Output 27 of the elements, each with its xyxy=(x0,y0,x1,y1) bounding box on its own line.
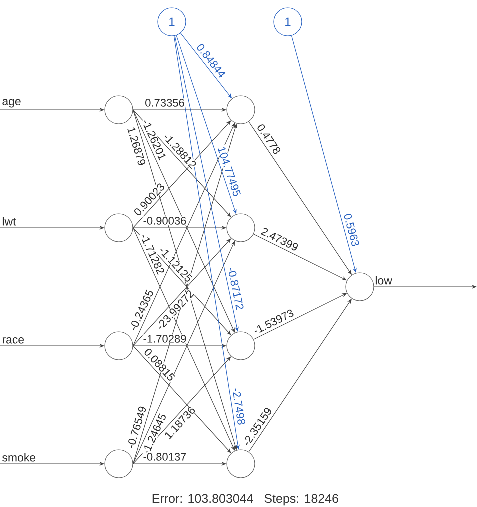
arrow xyxy=(133,120,232,228)
neuron-circle xyxy=(104,332,134,360)
arrow xyxy=(133,238,232,346)
neuron-circle xyxy=(346,272,374,302)
neuron-circle xyxy=(226,214,256,242)
weight-label: -0.87172 xyxy=(227,266,245,312)
weight-label: -2.7498 xyxy=(232,387,246,426)
neuron-circle xyxy=(226,96,256,124)
neuron-circle xyxy=(104,96,134,124)
weight-label: 0.73356 xyxy=(144,98,186,108)
neuron-circle xyxy=(104,450,134,478)
input-name: smoke xyxy=(2,453,36,462)
arrow xyxy=(174,36,239,332)
neuron-circle xyxy=(226,450,256,478)
input-name: age xyxy=(2,99,21,108)
input-name: race xyxy=(2,338,24,344)
weight-label: -1.70289 xyxy=(142,334,188,344)
footer-text: Error: 103.803044 xyxy=(152,494,254,504)
weight-label: 0.5963 xyxy=(343,212,361,248)
arrow xyxy=(133,346,232,454)
weight-label: -0.90036 xyxy=(142,216,188,226)
weight-label: -0.80137 xyxy=(142,452,188,462)
input-name: lwt xyxy=(2,217,16,226)
output-name: low xyxy=(376,276,392,285)
neuron-circle xyxy=(104,214,134,242)
neuron-circle xyxy=(226,332,256,360)
footer-text: Steps: 18246 xyxy=(264,494,338,506)
